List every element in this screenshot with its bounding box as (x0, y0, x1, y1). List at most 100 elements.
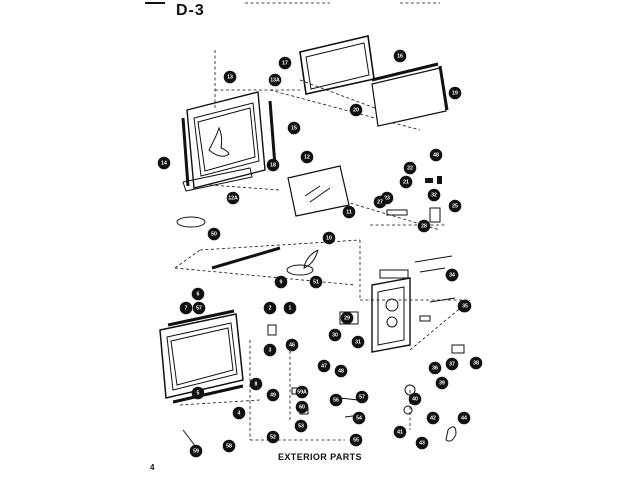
callout-13A: 13A (268, 73, 282, 87)
callout-label: 25 (452, 203, 458, 209)
callout-50: 50 (207, 227, 221, 241)
callout-label: 53 (298, 423, 304, 429)
callout-bubble (285, 338, 299, 352)
callout-label: 60 (299, 404, 305, 410)
callout-bubble (349, 103, 363, 117)
callout-22: 22 (403, 161, 417, 175)
callout-label: 59A (297, 389, 307, 395)
callout-bubble (435, 376, 449, 390)
inner-glass-pane (287, 165, 350, 217)
callout-bubble (294, 419, 308, 433)
callout-31: 31 (351, 335, 365, 349)
callout-32: 32 (427, 188, 441, 202)
callout-bubble (222, 439, 236, 453)
callout-bubble (317, 359, 331, 373)
callout-label: 54 (356, 415, 362, 421)
callout-bubble (393, 49, 407, 63)
callout-55: 55 (349, 433, 363, 447)
callout-18: 18 (266, 158, 280, 172)
callout-37: 37 (445, 357, 459, 371)
callout-48: 48 (429, 148, 443, 162)
callout-label: 30 (332, 332, 338, 338)
callout-35: 35 (458, 299, 472, 313)
callout-58: 58 (222, 439, 236, 453)
door-handle-parts (176, 216, 319, 276)
callout-label: 39 (439, 380, 445, 386)
callout-label: 37 (449, 361, 455, 367)
callout-47: 47 (317, 359, 331, 373)
callout-bubble (274, 275, 288, 289)
callout-bubble (342, 205, 356, 219)
page-code: D-3 (176, 2, 205, 19)
callout-label: 59 (193, 448, 199, 454)
callout-20: 20 (349, 103, 363, 117)
callout-48: 48 (334, 364, 348, 378)
callout-21: 21 (399, 175, 413, 189)
callout-59: 59 (189, 444, 203, 458)
control-panel (339, 269, 411, 353)
callout-60: 60 (295, 400, 309, 414)
callout-label: 4 (238, 410, 241, 416)
callout-label: 16 (397, 53, 403, 59)
callout-label: 20 (353, 107, 359, 113)
callout-bubble (351, 335, 365, 349)
callout-bubble (309, 275, 323, 289)
callout-label: 10 (326, 235, 332, 241)
callout-10: 10 (322, 231, 336, 245)
upper-glass-panels (299, 35, 449, 127)
callout-3: 3 (263, 343, 277, 357)
callout-bubble (408, 392, 422, 406)
callout-label: 51 (313, 279, 319, 285)
callout-label: 1 (289, 305, 292, 311)
callout-40: 40 (408, 392, 422, 406)
diagram-caption: EXTERIOR PARTS (278, 452, 362, 462)
callout-label: 43 (419, 440, 425, 446)
callout-label: 49 (270, 392, 276, 398)
callout-43: 43 (415, 436, 429, 450)
callout-label: 11 (346, 209, 352, 215)
callout-bubble (334, 364, 348, 378)
callout-label: 12A (228, 195, 238, 201)
callout-13: 13 (223, 70, 237, 84)
callout-bubble (448, 199, 462, 213)
callout-39: 39 (435, 376, 449, 390)
small-hardware (182, 324, 457, 448)
callout-56: 56 (329, 393, 343, 407)
callout-label: 58 (226, 443, 232, 449)
callout-29: 29 (340, 311, 354, 325)
callout-30: 30 (328, 328, 342, 342)
callout-bubble (427, 188, 441, 202)
callout-label: 27 (377, 199, 383, 205)
callout-bubble (266, 158, 280, 172)
callout-label: 6 (197, 291, 200, 297)
callout-8: 8 (249, 377, 263, 391)
callout-27: 27 (373, 195, 387, 209)
callout-label: 19 (452, 90, 458, 96)
callout-label: 7 (185, 305, 188, 311)
callout-bubble (263, 301, 277, 315)
callout-label: 22 (407, 165, 413, 171)
callout-bubble (399, 175, 413, 189)
callout-bubble (223, 70, 237, 84)
callout-bubble (226, 191, 240, 205)
callout-label: 21 (403, 179, 409, 185)
callout-bubble (249, 377, 263, 391)
callout-19: 19 (448, 86, 462, 100)
callout-label: 57 (196, 305, 202, 311)
callout-label: 48 (338, 368, 344, 374)
callout-label: 46 (289, 342, 295, 348)
callout-label: 32 (431, 192, 437, 198)
callout-label: 56 (333, 397, 339, 403)
callout-53: 53 (294, 419, 308, 433)
callout-bubble (266, 430, 280, 444)
latch-parts (386, 176, 442, 223)
callout-28: 28 (417, 219, 431, 233)
callout-bubble (300, 150, 314, 164)
callout-bubble (191, 287, 205, 301)
callout-5: 5 (191, 386, 205, 400)
callout-25: 25 (448, 199, 462, 213)
callout-12: 12 (300, 150, 314, 164)
callout-57: 57 (355, 390, 369, 404)
callout-7: 7 (179, 301, 193, 315)
callout-label: 44 (461, 415, 467, 421)
